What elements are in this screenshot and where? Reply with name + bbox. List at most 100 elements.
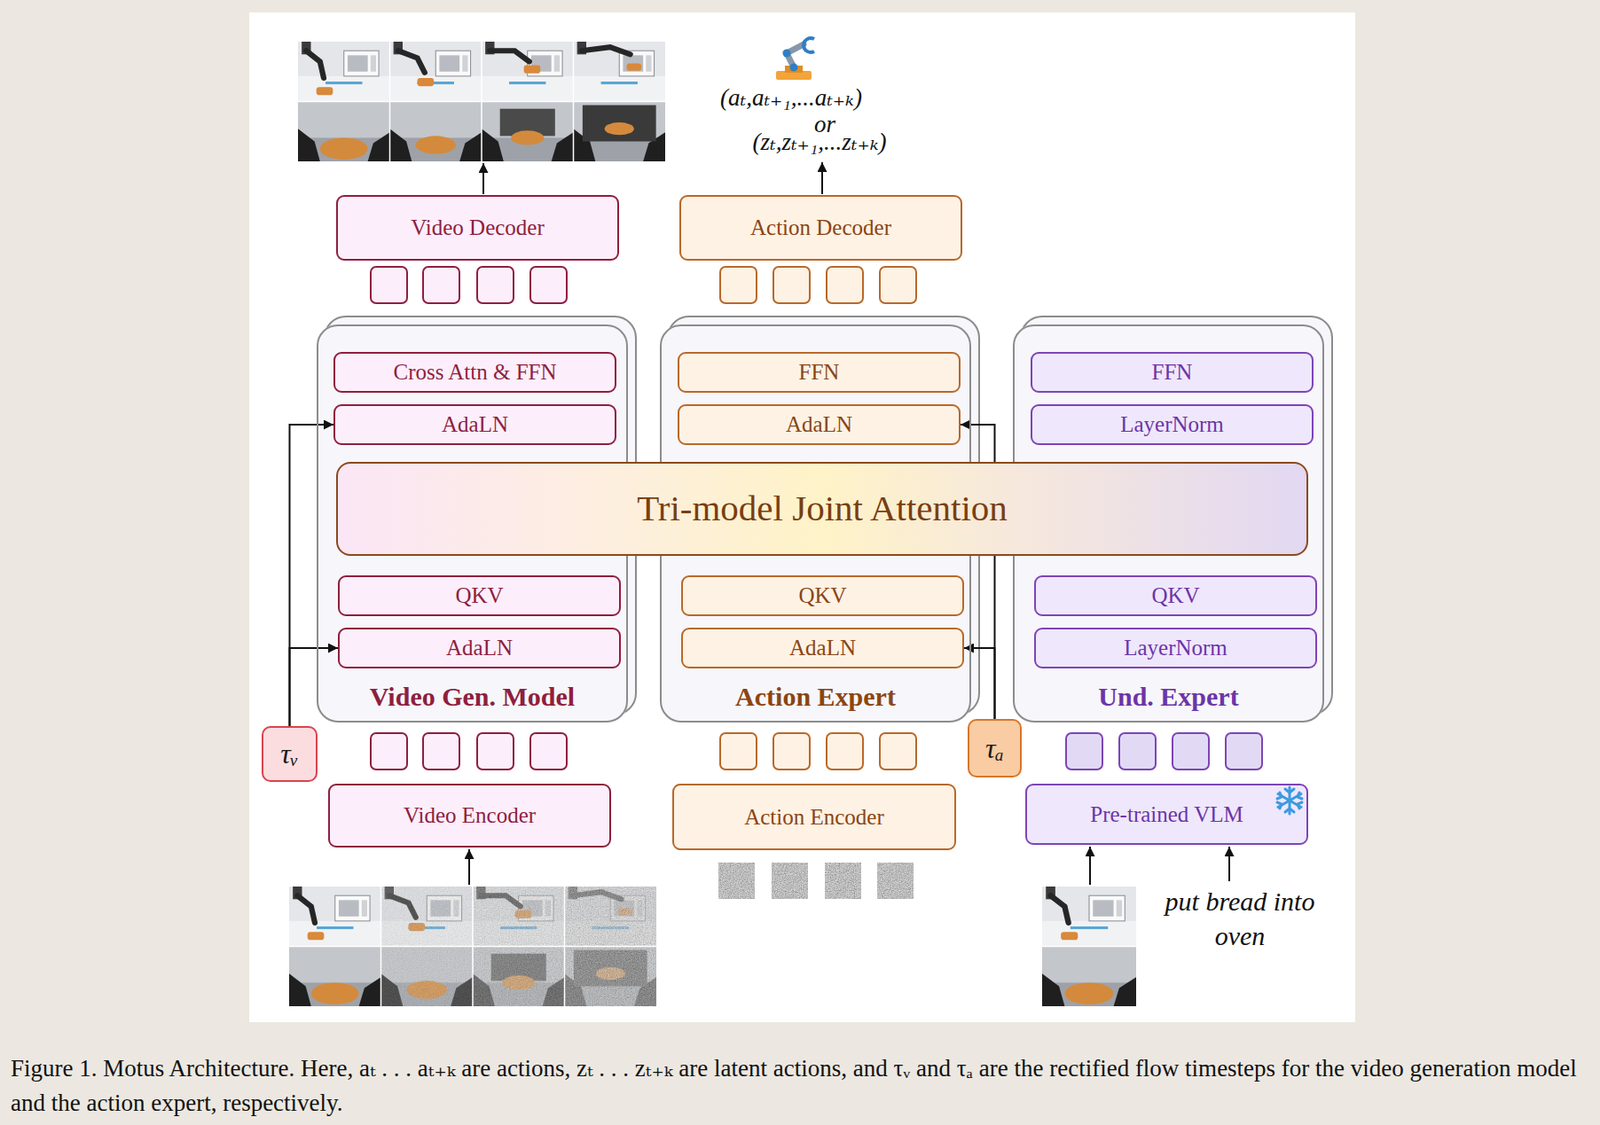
illustration-part [1228, 847, 1231, 882]
illustration-part [468, 849, 471, 886]
block-box: AdaLN [677, 404, 961, 446]
illustration-part [1042, 946, 1137, 949]
block-box: Cross Attn & FFN [333, 352, 617, 393]
illustration-part [573, 41, 667, 102]
illustration-part [821, 162, 824, 195]
illustration-part [879, 266, 917, 304]
node-label: AdaLN [789, 635, 856, 662]
illustration-part [390, 41, 483, 102]
illustration-part [790, 63, 799, 72]
observation-image [1042, 886, 1137, 1007]
illustration-part [1285, 789, 1295, 813]
illustration-part [370, 266, 408, 304]
formula-label: (aₜ,aₜ₊₁,...aₜ₊ₖ) [649, 83, 934, 112]
illustration-part [879, 733, 917, 770]
illustration-part [1277, 792, 1302, 809]
node-label: LayerNorm [1120, 411, 1224, 439]
robot-arm-icon [776, 38, 815, 80]
illustration-part [1089, 847, 1091, 886]
node-label: Tri-model Joint Attention [636, 486, 1008, 531]
noisy-video-frames [289, 886, 657, 1007]
block-box: FFN [1030, 352, 1314, 393]
illustration-part [530, 266, 567, 304]
joint-attention-band: Tri-model Joint Attention [336, 462, 1309, 557]
block-box: Action Encoder [672, 784, 957, 851]
illustration-part [718, 862, 755, 900]
node-label: AdaLN [446, 635, 513, 662]
node-label: τᵥ [280, 737, 299, 771]
illustration-part [298, 41, 391, 102]
frozen-icon [1274, 785, 1305, 816]
illustration-part [298, 41, 666, 162]
block-box: QKV [1034, 575, 1318, 617]
illustration-part [423, 733, 460, 770]
node-label: FFN [799, 359, 840, 386]
block-box: AdaLN [337, 627, 621, 669]
node-label: QKV [798, 582, 847, 610]
node-label: Cross Attn & FFN [392, 359, 557, 386]
block-box: AdaLN [681, 627, 965, 669]
illustration-part [826, 266, 863, 304]
node-label: Action Encoder [744, 804, 885, 832]
node-label: Video Encoder [403, 802, 536, 830]
node-label: τₐ [985, 731, 1004, 766]
illustration-part [773, 733, 810, 770]
timestep-arrow [964, 648, 996, 720]
node-label: LayerNorm [1123, 635, 1228, 662]
illustration-part [1277, 787, 1302, 815]
container-stack [316, 316, 1333, 723]
generated-video-frames [298, 41, 666, 162]
illustration-part [720, 266, 757, 304]
block-box: AdaLN [333, 404, 617, 446]
illustration-part [390, 101, 483, 163]
node-label: Video Decoder [410, 214, 545, 242]
illustration-part [1277, 792, 1302, 809]
illustration-part [783, 49, 792, 58]
illustration-part [481, 41, 574, 102]
node-label: Pre-trained VLM [1090, 801, 1243, 829]
illustration-part [289, 886, 382, 948]
timestep-arrow [290, 424, 335, 727]
noise-square [718, 862, 914, 900]
illustration-part [289, 886, 657, 1007]
illustration-part [289, 947, 382, 1008]
module-title: Und. Expert [1098, 681, 1239, 714]
node-label: FFN [1152, 359, 1193, 386]
block-box: FFN [677, 352, 961, 393]
illustration-part [530, 733, 567, 770]
illustration-part [1172, 733, 1209, 770]
block-box: Video Encoder [328, 784, 612, 848]
illustration-part [423, 266, 460, 304]
formula-label: (zₜ,zₜ₊₁,...zₜ₊ₖ) [677, 127, 962, 157]
figure-caption: Figure 1. Motus Architecture. Here, aₜ .… [10, 1051, 1593, 1122]
node-label: AdaLN [785, 411, 853, 439]
illustration-part [720, 733, 757, 770]
illustration-part [482, 163, 485, 195]
illustration-part [573, 101, 667, 163]
illustration-part [477, 733, 514, 770]
block-box: LayerNorm [1030, 404, 1314, 446]
module-title: Video Gen. Model [369, 681, 575, 714]
illustration-part [773, 266, 810, 304]
illustration-part [803, 38, 815, 53]
node-label: QKV [454, 582, 503, 610]
node-label: QKV [1151, 582, 1200, 610]
block-box: Action Decoder [679, 195, 963, 261]
illustration-part [1119, 733, 1156, 770]
illustration-part [771, 862, 808, 900]
illustration-part [1066, 733, 1103, 770]
block-box: Pre-trained VLM [1025, 784, 1309, 846]
illustration-part [1042, 886, 1137, 948]
illustration-part [1042, 947, 1137, 1008]
illustration-part [824, 862, 862, 900]
module-title: Action Expert [735, 681, 896, 714]
illustration-part [481, 101, 574, 163]
timestep-box: τᵥ [261, 726, 318, 783]
timestep-arrow [290, 648, 339, 727]
block-box: QKV [681, 575, 965, 617]
block-box: LayerNorm [1034, 627, 1318, 669]
